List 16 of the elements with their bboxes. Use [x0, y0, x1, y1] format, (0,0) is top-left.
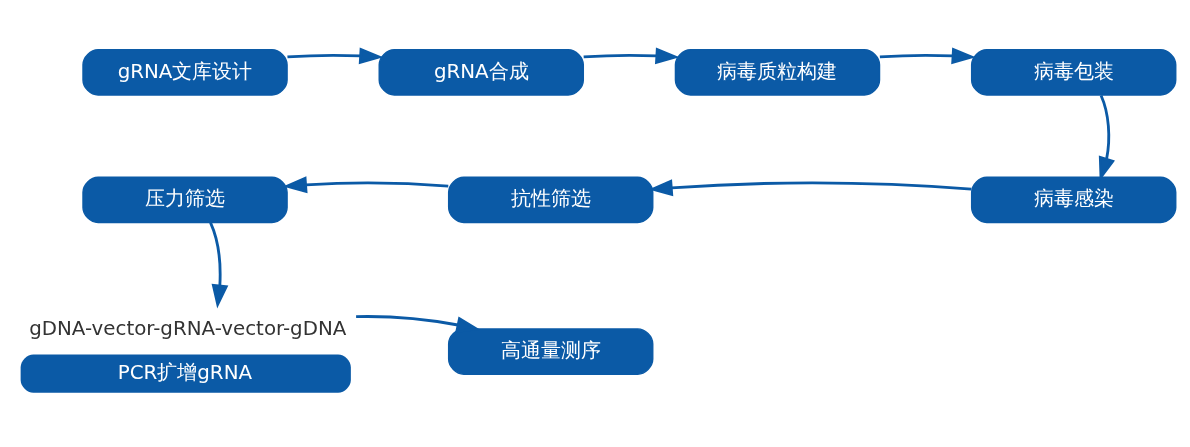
- node-box: 病毒感染: [970, 176, 1177, 223]
- node-box: 抗性筛选: [447, 176, 654, 223]
- arrow: [583, 46, 680, 64]
- arrow: [209, 221, 229, 309]
- node-label: gDNA-vector-gRNA-vector-gDNA: [29, 316, 347, 340]
- node-box: 病毒包装: [970, 48, 1177, 96]
- arrow: [282, 175, 449, 193]
- arrow: [287, 46, 384, 64]
- node-box: gRNA文库设计: [82, 48, 288, 96]
- node-box: gRNA合成: [378, 48, 584, 96]
- arrow: [879, 46, 976, 64]
- arrow: [356, 314, 481, 333]
- node-box: 病毒质粒构建: [674, 48, 881, 96]
- node-box: 压力筛选: [82, 176, 288, 223]
- node-box: PCR扩增gRNA: [20, 353, 351, 393]
- node-box: 高通量测序: [447, 327, 654, 375]
